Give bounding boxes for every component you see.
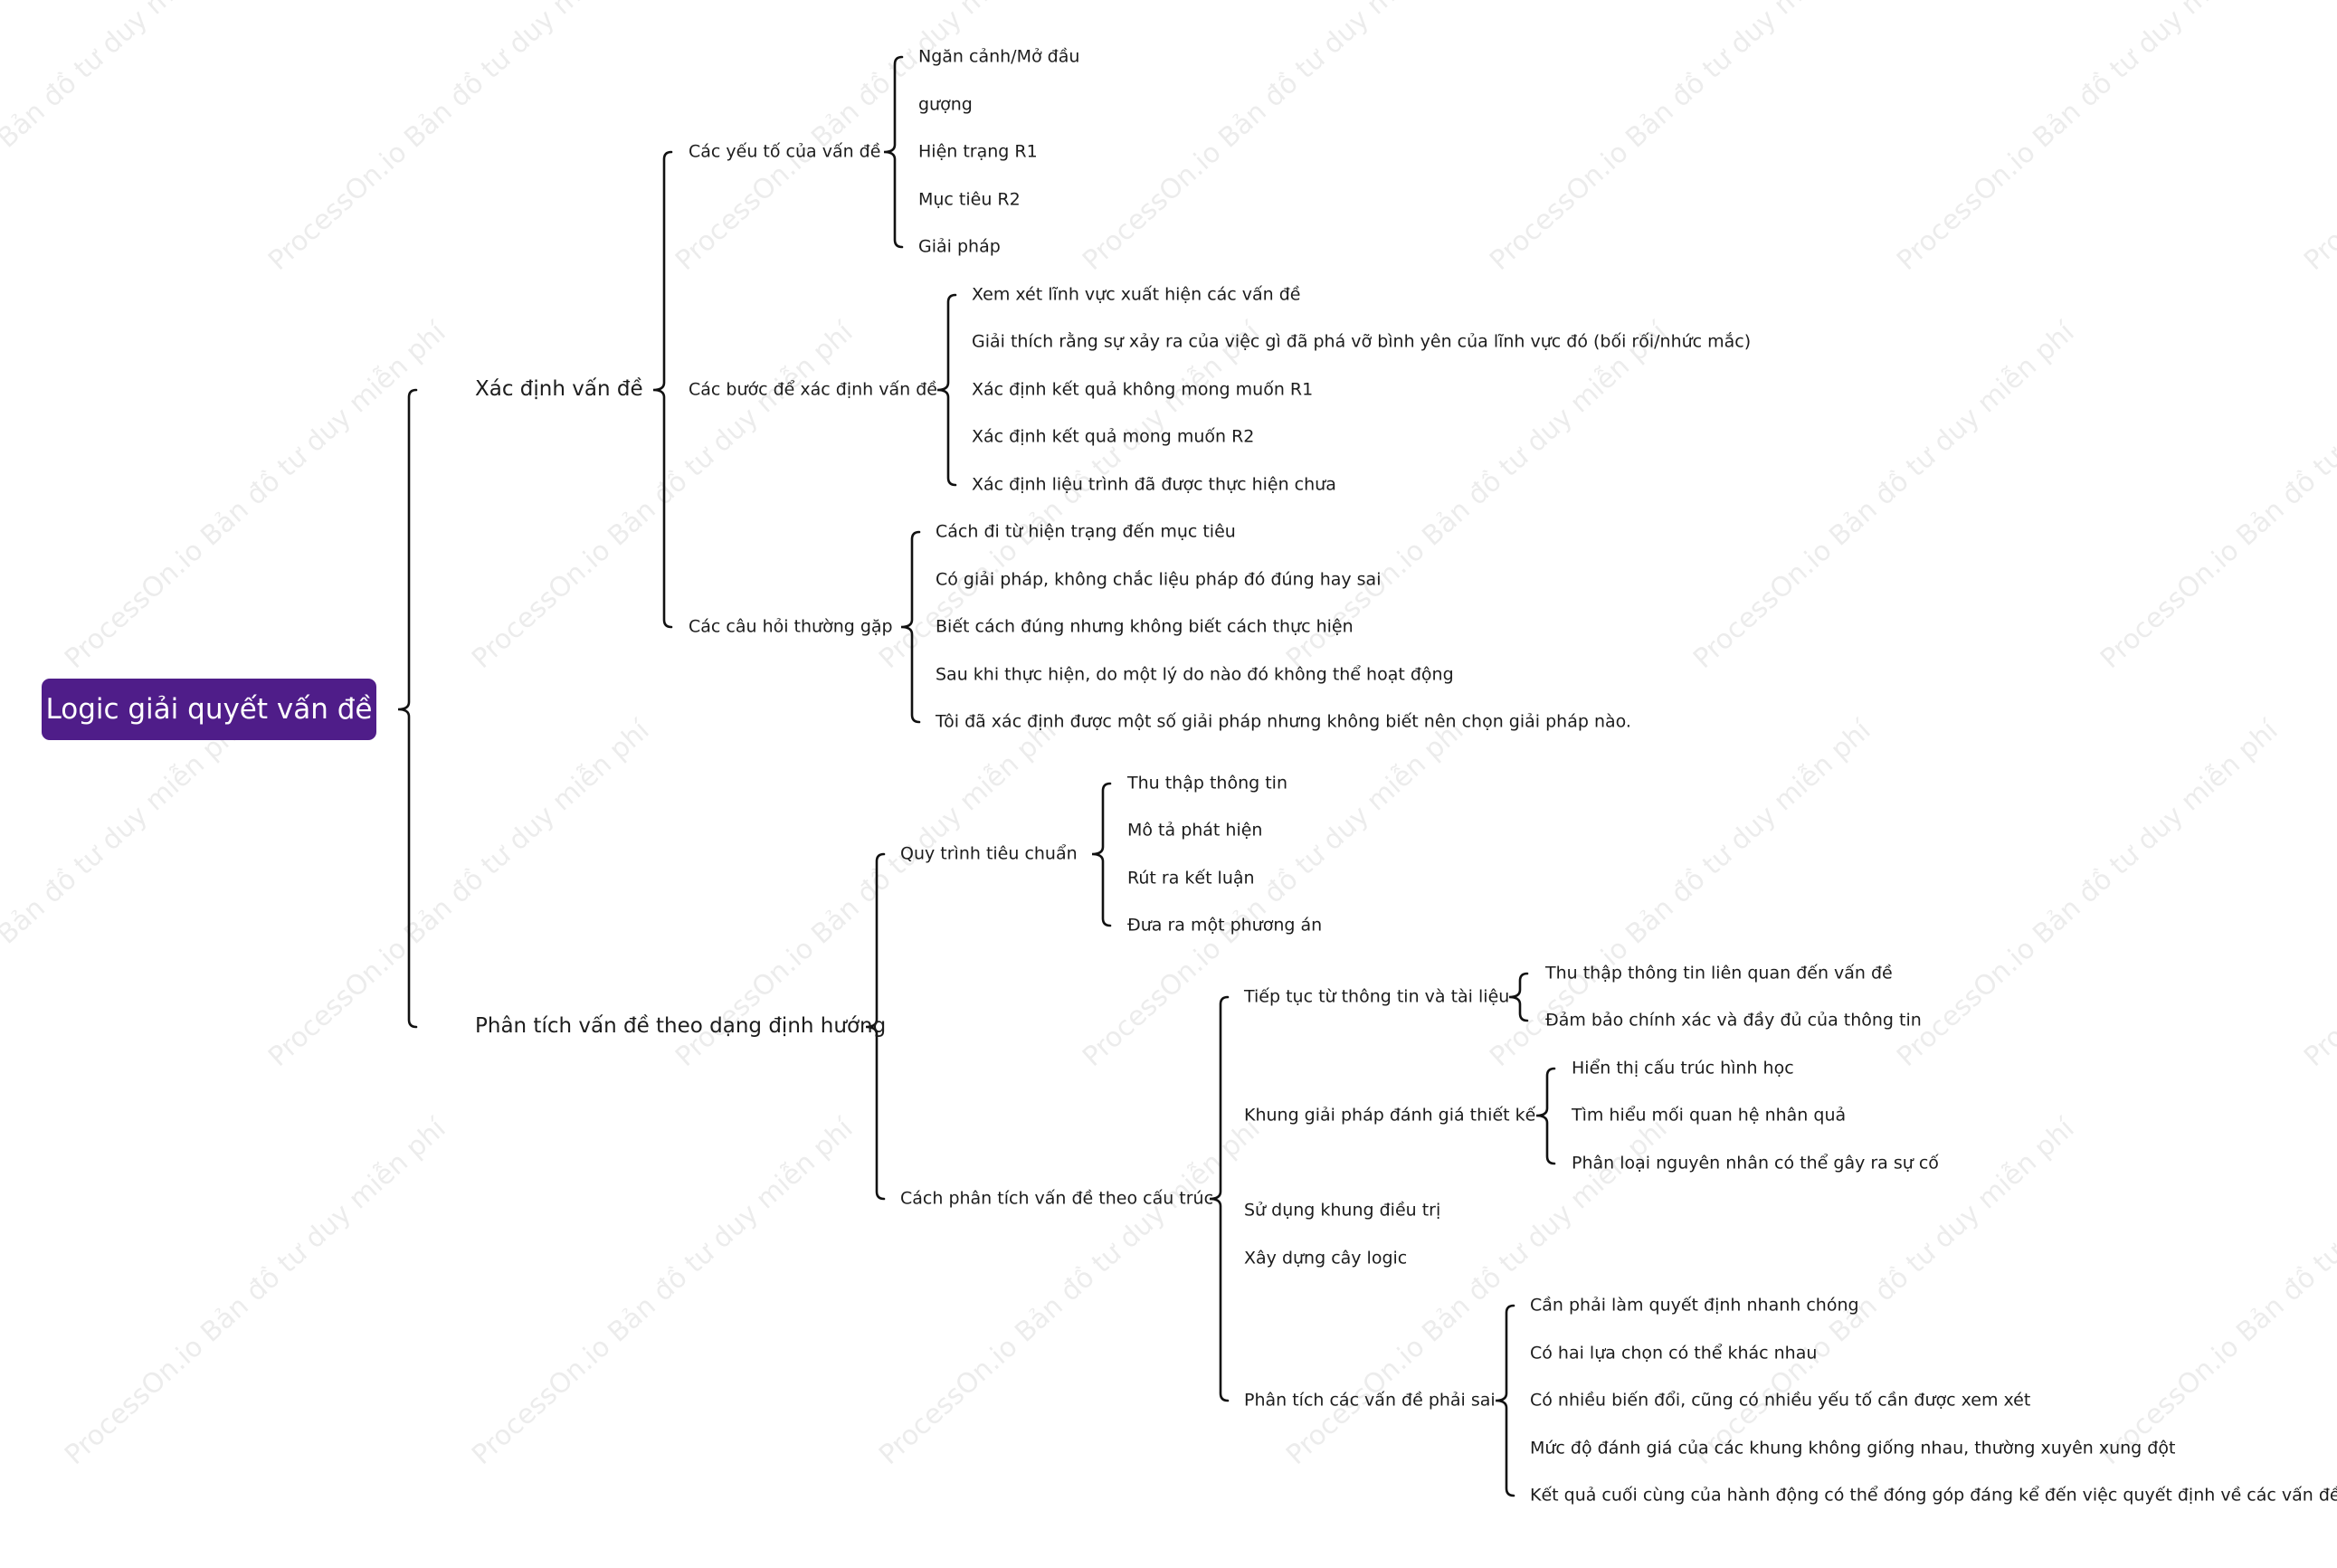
brace-phai-sai: [1495, 1304, 1515, 1497]
leaf-item[interactable]: Đưa ra một phương án: [1127, 915, 1323, 936]
leaf-item[interactable]: Phân loại nguyên nhân có thể gây ra sự c…: [1572, 1153, 1939, 1174]
brace-xac-dinh-van-de: [652, 150, 673, 629]
leaf-item[interactable]: Xác định liệu trình đã được thực hiện ch…: [972, 474, 1336, 495]
brace-khung-giai-phap: [1535, 1067, 1556, 1165]
leaf-item[interactable]: Có nhiều biến đổi, cũng có nhiều yếu tố …: [1530, 1390, 2031, 1411]
leaf-item[interactable]: Giải pháp: [918, 236, 1001, 257]
leaf-item[interactable]: Hiển thị cấu trúc hình học: [1572, 1058, 1794, 1079]
topic-khung-giai-phap[interactable]: Khung giải pháp đánh giá thiết kế: [1244, 1105, 1536, 1126]
leaf-item[interactable]: Mục tiêu R2: [918, 189, 1021, 210]
leaf-item[interactable]: Giải thích rằng sự xảy ra của việc gì đã…: [972, 331, 1752, 352]
brace-quy-trinh: [1091, 782, 1112, 927]
leaf-item[interactable]: gượng: [918, 94, 973, 115]
leaf-item[interactable]: Cần phải làm quyết định nhanh chóng: [1530, 1295, 1859, 1316]
topic-cac-buoc[interactable]: Các bước để xác định vấn đề: [689, 379, 937, 400]
leaf-item[interactable]: Rút ra kết luận: [1127, 868, 1255, 889]
leaf-item[interactable]: Thu thập thông tin liên quan đến vấn đề: [1545, 963, 1893, 984]
brace-phan-tich-van-de: [865, 852, 886, 1201]
topic-su-dung-khung[interactable]: Sử dụng khung điều trị: [1244, 1200, 1441, 1221]
leaf-item[interactable]: Tìm hiểu mối quan hệ nhân quả: [1572, 1105, 1847, 1126]
brace-root: [397, 388, 418, 1029]
leaf-item[interactable]: Xác định kết quả mong muốn R2: [972, 426, 1255, 447]
topic-tiep-tuc-thong-tin[interactable]: Tiếp tục từ thông tin và tài liệu: [1244, 986, 1510, 1007]
topic-quy-trinh-tieu-chuan[interactable]: Quy trình tiêu chuẩn: [900, 843, 1078, 864]
leaf-item[interactable]: Có hai lựa chọn có thể khác nhau: [1530, 1343, 1818, 1364]
topic-phan-tich-phai-sai[interactable]: Phân tích các vấn đề phải sai: [1244, 1390, 1496, 1411]
brace-cac-cau-hoi: [900, 530, 921, 724]
root-topic-label: Logic giải quyết vấn đề: [45, 693, 373, 726]
brace-cac-buoc: [936, 293, 957, 487]
leaf-item[interactable]: Cách đi từ hiện trạng đến mục tiêu: [936, 521, 1236, 542]
brace-cach-phan-tich: [1209, 995, 1230, 1402]
leaf-item[interactable]: Xác định kết quả không mong muốn R1: [972, 379, 1314, 400]
brace-tiep-tuc: [1508, 972, 1529, 1022]
branch-xac-dinh-van-de[interactable]: Xác định vấn đề: [475, 377, 643, 402]
leaf-item[interactable]: Mức độ đánh giá của các khung không giốn…: [1530, 1438, 2176, 1459]
topic-cac-cau-hoi[interactable]: Các câu hỏi thường gặp: [689, 616, 893, 637]
leaf-item[interactable]: Tôi đã xác định được một số giải pháp nh…: [936, 711, 1631, 732]
leaf-item[interactable]: Hiện trạng R1: [918, 141, 1038, 162]
leaf-item[interactable]: Có giải pháp, không chắc liệu pháp đó đú…: [936, 569, 1382, 590]
leaf-item[interactable]: Ngăn cảnh/Mở đầu: [918, 46, 1080, 67]
leaf-item[interactable]: Biết cách đúng nhưng không biết cách thự…: [936, 616, 1354, 637]
root-topic[interactable]: Logic giải quyết vấn đề: [42, 679, 376, 740]
topic-cach-phan-tich-cau-truc[interactable]: Cách phân tích vấn đề theo cấu trúc: [900, 1188, 1214, 1209]
leaf-item[interactable]: Xem xét lĩnh vực xuất hiện các vấn đề: [972, 284, 1301, 305]
leaf-item[interactable]: Mô tả phát hiện: [1127, 820, 1263, 841]
leaf-item[interactable]: Sau khi thực hiện, do một lý do nào đó k…: [936, 664, 1454, 685]
leaf-item[interactable]: Đảm bảo chính xác và đầy đủ của thông ti…: [1545, 1010, 1922, 1031]
leaf-item[interactable]: Thu thập thông tin: [1127, 773, 1287, 794]
brace-cac-yeu-to: [883, 55, 904, 249]
branch-phan-tich-van-de[interactable]: Phân tích vấn đề theo dạng định hướng: [475, 1014, 887, 1039]
topic-cac-yeu-to[interactable]: Các yếu tố của vấn đề: [689, 141, 881, 162]
topic-xay-dung-cay-logic[interactable]: Xây dựng cây logic: [1244, 1248, 1408, 1269]
leaf-item[interactable]: Kết quả cuối cùng của hành động có thể đ…: [1530, 1485, 2337, 1506]
